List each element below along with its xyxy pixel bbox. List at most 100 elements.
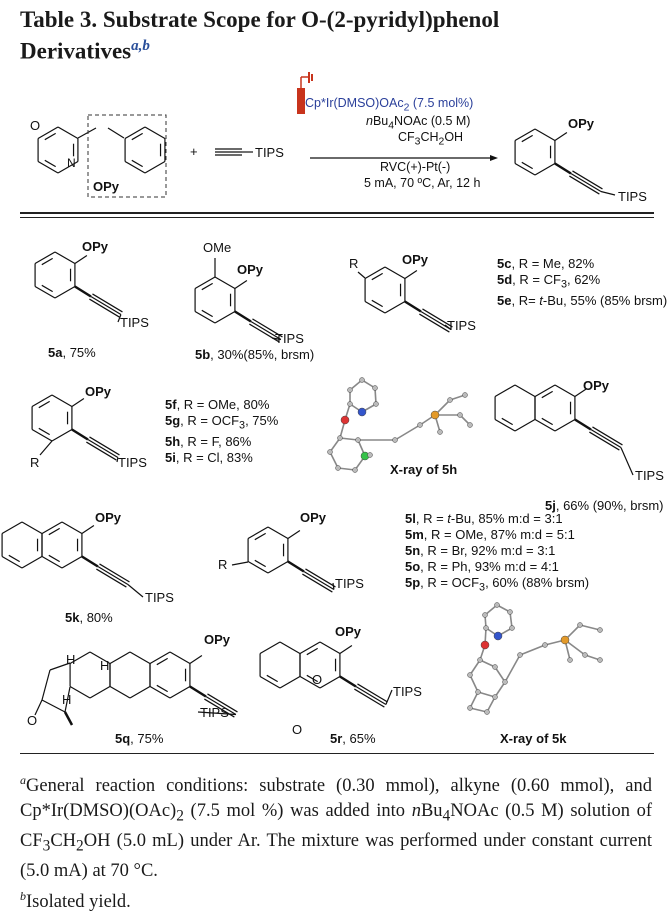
- xray-5k-caption: X-ray of 5k: [500, 731, 567, 746]
- bond: [469, 674, 479, 693]
- atom: [337, 435, 343, 441]
- compound-entry: 5f, R = OMe, 80%: [165, 397, 278, 413]
- sub: 2: [76, 837, 84, 855]
- atom: [492, 694, 498, 700]
- compound-entry: 5p, R = OCF3, 60% (88% brsm): [405, 575, 589, 596]
- rule-top-2: [20, 217, 654, 218]
- fn: CH: [50, 830, 77, 851]
- bond: [384, 266, 406, 280]
- bond: [266, 674, 278, 683]
- bond: [44, 159, 56, 168]
- bond: [41, 555, 63, 569]
- atom: [392, 437, 398, 443]
- text: , 75%: [245, 413, 279, 428]
- bond: [357, 271, 366, 279]
- wedge-bond: [81, 555, 99, 568]
- bond: [38, 400, 50, 409]
- text: , R =: [415, 511, 448, 526]
- bond: [486, 696, 496, 713]
- bond: [554, 132, 568, 141]
- 5q-h3: H: [62, 692, 72, 707]
- bond: [107, 127, 125, 139]
- bond: [31, 428, 53, 442]
- bond: [279, 641, 301, 655]
- bond: [205, 695, 237, 716]
- bond: [494, 384, 516, 398]
- bond: [39, 440, 53, 456]
- bond: [420, 310, 452, 331]
- bond: [87, 438, 119, 459]
- bond: [97, 565, 129, 586]
- atom: [577, 622, 583, 628]
- bond: [197, 711, 236, 716]
- id: 5q: [115, 731, 131, 746]
- bond: [156, 657, 168, 666]
- sub: 3: [414, 136, 421, 148]
- bond: [267, 526, 289, 540]
- bond: [570, 172, 602, 193]
- solvent: CF3CH2OH: [398, 130, 463, 148]
- bond: [494, 681, 506, 698]
- atom: [493, 631, 503, 641]
- bond: [554, 384, 576, 398]
- text: , R = F, 86%: [180, 433, 252, 449]
- atom: [357, 407, 367, 417]
- bond: [37, 160, 59, 174]
- atom: [347, 387, 353, 393]
- bond: [444, 324, 452, 330]
- bond: [69, 651, 91, 665]
- bond: [247, 560, 269, 574]
- bond: [41, 284, 53, 293]
- bond: [61, 555, 83, 569]
- 5ce-opy: OPy: [402, 252, 429, 267]
- 5b-label: 5b, 30%(85%, brsm): [195, 347, 314, 362]
- text: , R = OCF: [180, 413, 240, 428]
- atom: [352, 467, 358, 473]
- atom: [597, 627, 603, 633]
- bond: [554, 418, 576, 432]
- atom: [502, 679, 508, 685]
- text: -Bu, 55% (85% brsm): [542, 292, 668, 308]
- bond: [303, 570, 335, 591]
- bond: [329, 437, 341, 453]
- mark-a: a: [20, 773, 26, 787]
- bond: [89, 436, 120, 456]
- bond: [149, 685, 171, 699]
- bond: [194, 276, 216, 290]
- bond: [61, 521, 83, 535]
- bond: [74, 255, 88, 264]
- anode-electrode: [297, 88, 305, 114]
- wedge-bond: [287, 560, 305, 573]
- bond: [600, 190, 616, 196]
- atom: [494, 602, 500, 608]
- bond: [247, 526, 269, 540]
- substrate-opy-label: OPy: [93, 179, 120, 194]
- id: 5n: [405, 543, 421, 558]
- bond: [590, 428, 622, 449]
- atom: [597, 657, 603, 663]
- id: 5f: [165, 397, 177, 412]
- yield: , 75%: [130, 731, 164, 746]
- substrate-o: O: [30, 118, 41, 133]
- compound-entry: 5l, R = t-Bu, 85% m:d = 3:1: [405, 511, 589, 527]
- yield: , 75%: [62, 345, 96, 360]
- bond: [194, 310, 216, 324]
- 5j-opy: OPy: [583, 378, 610, 393]
- bond: [404, 270, 418, 279]
- bond: [109, 685, 131, 699]
- table-title: Table 3. Substrate Scope for O-(2-pyridy…: [20, 6, 499, 65]
- bond: [422, 308, 453, 328]
- compound-entry: 5n, R = Br, 92% m:d = 3:1: [405, 543, 589, 559]
- plus-sign: +: [190, 144, 198, 159]
- bond: [329, 451, 339, 469]
- bond: [38, 427, 50, 436]
- s: OH: [444, 130, 464, 144]
- footnote-marks: a,b: [131, 38, 150, 54]
- bond: [109, 651, 131, 665]
- fn: OH (5.0 mL) under Ar. The mixture was pe…: [20, 830, 652, 882]
- catalyst-name: Cp*Ir(DMSO)OAc: [305, 96, 404, 110]
- bond: [252, 318, 283, 338]
- bond: [384, 300, 406, 314]
